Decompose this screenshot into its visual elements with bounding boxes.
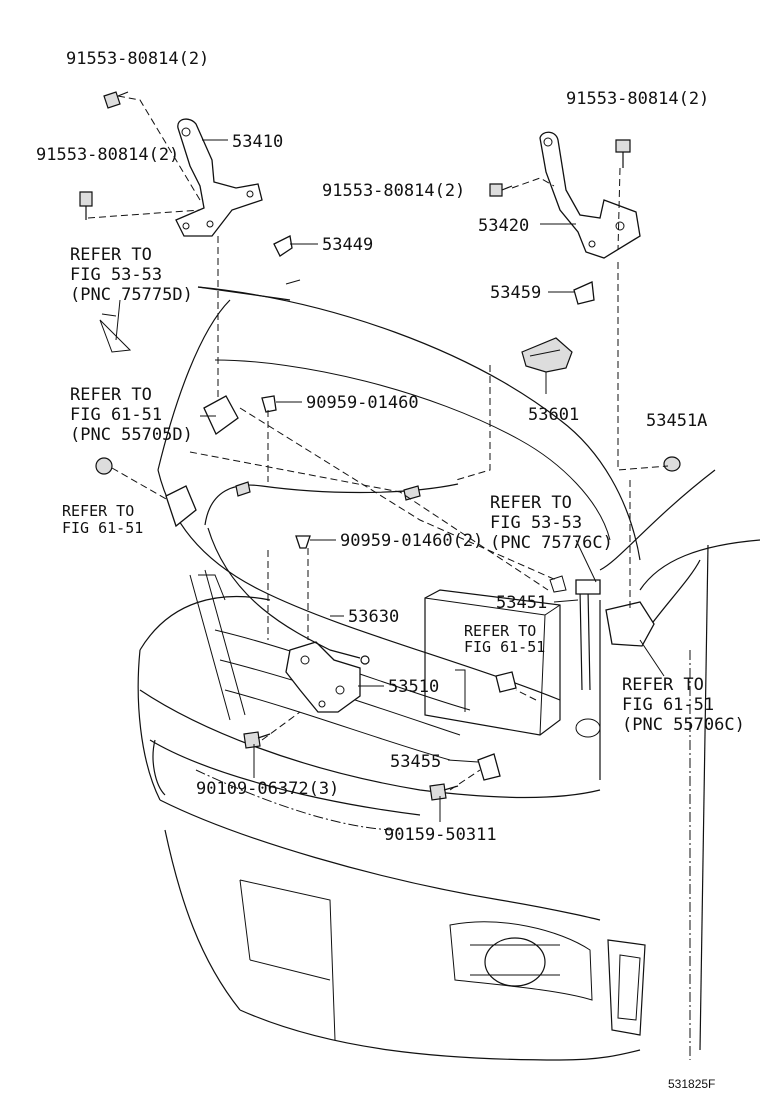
label-bolt-top-right: 91553-80814(2) bbox=[566, 89, 709, 109]
label-refer-6-line2: FIG 61-51 bbox=[622, 695, 714, 715]
cushion-53451A-icon bbox=[663, 456, 681, 472]
label-refer-1-line1: REFER TO bbox=[70, 245, 152, 265]
label-bolt-left: 91553-80814(2) bbox=[36, 145, 179, 165]
label-cable-53630: 53630 bbox=[348, 607, 399, 627]
labels: 91553-80814(2) 91553-80814(2) 53410 5344… bbox=[36, 49, 745, 1091]
bolt-icon-left bbox=[79, 191, 93, 220]
release-cable-53630 bbox=[204, 481, 459, 665]
label-refer-1-line2: FIG 53-53 bbox=[70, 265, 162, 285]
label-bolt-right: 91553-80814(2) bbox=[322, 181, 465, 201]
release-lever-53601-icon bbox=[521, 337, 573, 373]
label-lever-53601: 53601 bbox=[528, 405, 579, 425]
label-refer-6-line3: (PNC 55706C) bbox=[622, 715, 745, 735]
label-refer-4-line3: (PNC 75776C) bbox=[490, 533, 613, 553]
label-refer-6-line1: REFER TO bbox=[622, 675, 704, 695]
grommet-icon bbox=[95, 319, 655, 693]
label-support-53451: 53451 bbox=[496, 593, 547, 613]
label-bolt-90109: 90109-06372(3) bbox=[196, 779, 339, 799]
label-clip-90959-a: 90959-01460 bbox=[306, 393, 419, 413]
label-refer-2-line3: (PNC 55705D) bbox=[70, 425, 193, 445]
bolt-icon-top-right bbox=[615, 139, 631, 168]
label-bracket-53455: 53455 bbox=[390, 752, 441, 772]
label-refer-3-line2: FIG 61-51 bbox=[62, 519, 143, 537]
clip-90959-icon-b bbox=[295, 535, 311, 549]
label-bolt-90159: 90159-50311 bbox=[384, 825, 497, 845]
label-refer-4-line2: FIG 53-53 bbox=[490, 513, 582, 533]
label-refer-2-line2: FIG 61-51 bbox=[70, 405, 162, 425]
bracket-53455-icon bbox=[477, 753, 501, 781]
hood-hinge-lh bbox=[175, 118, 263, 237]
vehicle-front-outline bbox=[137, 286, 760, 1061]
bolt-icon-top-left bbox=[103, 91, 129, 109]
label-refer-2-line1: REFER TO bbox=[70, 385, 152, 405]
label-clip-53459: 53459 bbox=[490, 283, 541, 303]
label-clip-90959-b: 90959-01460(2) bbox=[340, 531, 483, 551]
label-refer-1-line3: (PNC 75775D) bbox=[70, 285, 193, 305]
label-refer-3-line1: REFER TO bbox=[62, 502, 134, 520]
hood-hinge-rh bbox=[539, 131, 641, 259]
figure-code: 531825F bbox=[668, 1077, 715, 1091]
label-hinge-rh: 53420 bbox=[478, 216, 529, 236]
hood-lock-53510-icon bbox=[285, 641, 361, 713]
leader-lines bbox=[87, 95, 691, 1060]
label-hinge-lh: 53410 bbox=[232, 132, 283, 152]
support-rod-53451 bbox=[575, 579, 601, 691]
label-cushion-53451A: 53451A bbox=[646, 411, 707, 431]
clip-53459-icon bbox=[573, 281, 595, 305]
bolt-90159-icon bbox=[429, 783, 459, 801]
label-refer-4-line1: REFER TO bbox=[490, 493, 572, 513]
bolt-90109-icon bbox=[243, 731, 271, 749]
label-lock-53510: 53510 bbox=[388, 677, 439, 697]
bolt-icon-right bbox=[489, 183, 513, 197]
clip-53449-icon bbox=[273, 235, 293, 257]
clip-90959-icon-a bbox=[261, 395, 277, 413]
label-refer-5-line1: REFER TO bbox=[464, 622, 536, 640]
label-bolt-top-left: 91553-80814(2) bbox=[66, 49, 209, 69]
label-clip-53449: 53449 bbox=[322, 235, 373, 255]
label-refer-5-line2: FIG 61-51 bbox=[464, 638, 545, 656]
